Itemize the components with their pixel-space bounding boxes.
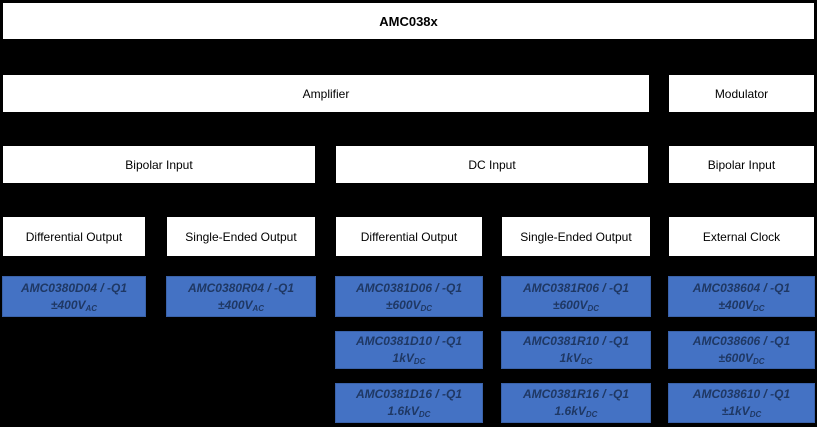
- node-family-title: AMC038x: [2, 2, 815, 40]
- product-amc038604: AMC038604 / -Q1 ±400VDC: [668, 276, 815, 317]
- bipolar-input-right-label: Bipolar Input: [707, 157, 776, 172]
- node-bipolar-input-right: Bipolar Input: [668, 145, 815, 184]
- product-amc038610: AMC038610 / -Q1 ±1kVDC: [668, 383, 815, 423]
- product-name: AMC0381D10 / -Q1: [355, 334, 463, 349]
- node-dc-input: DC Input: [335, 145, 649, 184]
- product-voltage: 1.6kVDC: [554, 404, 598, 419]
- modulator-label: Modulator: [714, 86, 769, 101]
- product-voltage: ±400VDC: [718, 297, 765, 313]
- product-amc0381d10: AMC0381D10 / -Q1 1kVDC: [335, 331, 483, 369]
- product-name: AMC0381R06 / -Q1: [522, 280, 630, 295]
- single-ended-output-1-label: Single-Ended Output: [185, 229, 297, 244]
- amplifier-label: Amplifier: [302, 86, 350, 101]
- product-amc0381r10: AMC0381R10 / -Q1 1kVDC: [501, 331, 651, 369]
- product-name: AMC0380R04 / -Q1: [187, 280, 295, 295]
- product-amc0380r04: AMC0380R04 / -Q1 ±400VAC: [166, 276, 316, 317]
- node-differential-output-2: Differential Output: [335, 216, 483, 257]
- product-amc0381r06: AMC0381R06 / -Q1 ±600VDC: [501, 276, 651, 317]
- node-differential-output-1: Differential Output: [2, 216, 146, 257]
- product-voltage: ±600VDC: [385, 297, 433, 313]
- product-amc038606: AMC038606 / -Q1 ±600VDC: [668, 331, 815, 369]
- product-name: AMC038604 / -Q1: [692, 280, 791, 295]
- node-amplifier: Amplifier: [2, 74, 650, 113]
- node-single-ended-output-1: Single-Ended Output: [166, 216, 316, 257]
- product-name: AMC0381R16 / -Q1: [522, 387, 630, 402]
- node-bipolar-input-left: Bipolar Input: [2, 145, 316, 184]
- product-voltage: ±600VDC: [552, 297, 600, 313]
- product-name: AMC0381D16 / -Q1: [355, 387, 463, 402]
- product-name: AMC038610 / -Q1: [692, 387, 791, 402]
- product-name: AMC0381D06 / -Q1: [355, 280, 463, 295]
- dc-input-label: DC Input: [468, 157, 516, 172]
- differential-output-1-label: Differential Output: [25, 229, 123, 244]
- product-voltage: ±600VDC: [718, 351, 765, 366]
- single-ended-output-2-label: Single-Ended Output: [520, 229, 632, 244]
- product-amc0380d04: AMC0380D04 / -Q1 ±400VAC: [2, 276, 146, 317]
- product-amc0381d06: AMC0381D06 / -Q1 ±600VDC: [335, 276, 483, 317]
- bipolar-input-left-label: Bipolar Input: [125, 157, 193, 172]
- product-name: AMC0381R10 / -Q1: [522, 334, 630, 349]
- product-voltage: ±1kVDC: [721, 404, 762, 419]
- external-clock-label: External Clock: [702, 229, 781, 244]
- node-single-ended-output-2: Single-Ended Output: [501, 216, 651, 257]
- node-external-clock: External Clock: [668, 216, 815, 257]
- product-name: AMC038606 / -Q1: [692, 334, 791, 349]
- node-modulator: Modulator: [668, 74, 815, 113]
- product-voltage: ±400VAC: [217, 297, 265, 313]
- product-amc0381d16: AMC0381D16 / -Q1 1.6kVDC: [335, 383, 483, 423]
- product-amc0381r16: AMC0381R16 / -Q1 1.6kVDC: [501, 383, 651, 423]
- family-title-label: AMC038x: [379, 13, 438, 29]
- product-voltage: 1.6kVDC: [387, 404, 431, 419]
- product-voltage: 1kVDC: [559, 351, 593, 366]
- product-voltage: 1kVDC: [392, 351, 426, 366]
- differential-output-2-label: Differential Output: [360, 229, 458, 244]
- product-voltage: ±400VAC: [50, 297, 98, 313]
- product-name: AMC0380D04 / -Q1: [20, 280, 128, 295]
